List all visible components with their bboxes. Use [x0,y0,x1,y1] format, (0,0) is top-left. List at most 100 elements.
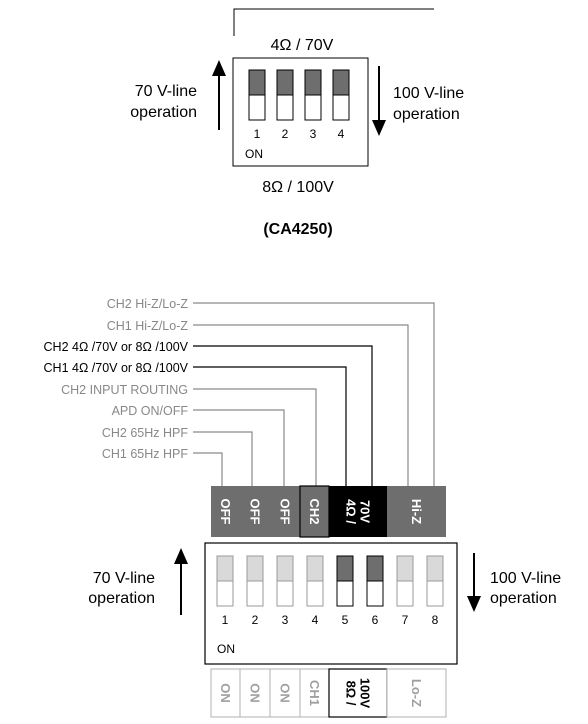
top-right-arrow-text-line1: 100 V-line [393,85,464,102]
lower-setting-band: ON ON ON CH1 8Ω /100V Lo-Z [210,668,447,718]
function-label: APD ON/OFF [112,404,189,418]
bottom-left-arrow-text-line1: 70 V-line [93,570,155,587]
top-left-arrow-up-icon [212,60,226,130]
top-bottom-value-label: 8Ω / 100V [262,179,334,196]
top-diagram: 4Ω / 70V 1 2 3 4 ON 8Ω / 100V (CA4250) 70 V… [130,8,464,238]
leader-line [193,366,347,486]
bottom-dip-switch-8: 8 [426,555,444,627]
function-label: CH2 4Ω /70V or 8Ω /100V [44,340,189,354]
bottom-dip-switch-lever [366,555,384,582]
function-label: CH1 Hi-Z/Lo-Z [107,319,189,333]
top-switch-number: 3 [310,127,317,141]
leader-line [193,431,253,486]
bottom-dip-switch-3: 3 [276,555,294,627]
top-switch-number: 4 [338,127,345,141]
bottom-diagram: CH2 Hi-Z/Lo-Z CH1 Hi-Z/Lo-Z CH2 4Ω /70V or… [44,297,561,718]
lower-setting-cell: ON [239,668,271,718]
bottom-switch-number: 2 [252,613,259,627]
upper-setting-cell: OFF [211,486,240,537]
lower-setting-label: 100V [357,678,372,709]
upper-setting-label: OFF [277,499,292,525]
bottom-dip-switch-lever [396,555,414,582]
function-label: CH2 Hi-Z/Lo-Z [107,297,189,311]
bottom-dip-switch-lever [306,555,324,582]
top-right-arrow-down-icon [372,66,386,136]
top-bracket-line [233,8,434,36]
top-left-arrow-text-line1: 70 V-line [135,83,197,100]
top-dip-switch-1: 1 [248,69,266,141]
top-switch-row: 1 2 3 4 [248,69,350,141]
lower-setting-cell: 8Ω /100V [328,668,388,718]
bottom-switch-number: 6 [372,613,379,627]
lower-setting-label: ON [218,683,233,703]
top-switch-number: 2 [282,127,289,141]
lower-setting-label: ON [247,683,262,703]
lower-setting-cell: Lo-Z [386,668,447,718]
bottom-switch-number: 1 [222,613,229,627]
bottom-dip-switch-4: 4 [306,555,324,627]
bottom-dip-switch-6: 6 [366,555,384,627]
top-dip-switch-lever [332,69,350,96]
upper-setting-label: 70V [357,500,372,523]
bottom-left-arrow-up-icon [174,548,188,615]
lower-setting-cell: CH1 [299,668,330,718]
function-label: CH1 4Ω /70V or 8Ω /100V [44,361,189,375]
bottom-dip-switch-2: 2 [246,555,264,627]
top-model-label: (CA4250) [263,221,332,238]
leader-line [193,324,409,486]
leader-line [193,345,373,486]
bottom-on-label: ON [217,642,235,656]
leader-line [193,409,285,486]
upper-setting-cell: OFF [240,486,270,537]
lower-setting-label: CH1 [307,680,322,706]
upper-setting-label: 4Ω / [343,499,358,524]
upper-setting-cell: Hi-Z [387,486,446,537]
bottom-dip-switch-lever [216,555,234,582]
bottom-dip-switch-7: 7 [396,555,414,627]
function-label: CH2 INPUT ROUTING [61,383,188,397]
upper-setting-cell: CH2 [299,485,330,538]
upper-setting-cell: 4Ω /70V [329,486,387,537]
upper-setting-label: OFF [247,499,262,525]
bottom-dip-switch-1: 1 [216,555,234,627]
bottom-right-arrow-text-line2: operation [490,590,557,607]
bottom-switch-number: 7 [402,613,409,627]
top-dip-switch-3: 3 [304,69,322,141]
bottom-switch-number: 3 [282,613,289,627]
leader-line [193,302,435,486]
lower-setting-label: Lo-Z [409,679,424,707]
upper-setting-label: OFF [218,499,233,525]
top-switch-number: 1 [254,127,261,141]
upper-setting-band: OFF OFF OFF CH2 4Ω /70V Hi-Z [211,485,446,538]
lower-setting-cell: ON [269,668,301,718]
top-dip-switch-lever [248,69,266,96]
bottom-left-arrow-text-line2: operation [88,590,155,607]
bottom-right-arrow-text-line1: 100 V-line [490,570,561,587]
lower-setting-label: 8Ω / [343,681,358,706]
bottom-dip-switch-lever [276,555,294,582]
bottom-dip-switch-lever [426,555,444,582]
top-left-arrow-text-line2: operation [130,104,197,121]
leader-line [193,388,317,486]
lower-setting-cell: ON [210,668,241,718]
top-right-arrow-text-line2: operation [393,106,460,123]
bottom-switch-number: 8 [432,613,439,627]
function-label: CH1 65Hz HPF [102,447,188,461]
bottom-dip-switch-5: 5 [336,555,354,627]
top-dip-switch-2: 2 [276,69,294,141]
function-label: CH2 65Hz HPF [102,426,188,440]
bottom-right-arrow-down-icon [467,553,481,612]
bottom-switch-number: 4 [312,613,319,627]
top-dip-switch-lever [276,69,294,96]
function-label-list: CH2 Hi-Z/Lo-Z CH1 Hi-Z/Lo-Z CH2 4Ω /70V or… [44,297,189,461]
top-on-label: ON [245,147,263,161]
bottom-switch-box [204,542,458,665]
upper-setting-cell: OFF [270,486,300,537]
bottom-switch-row: 1 2 3 4 5 6 7 8 [216,555,444,627]
upper-setting-label: Hi-Z [409,499,424,524]
top-dip-switch-4: 4 [332,69,350,141]
upper-setting-label: CH2 [307,498,322,524]
bottom-dip-switch-lever [246,555,264,582]
top-value-label: 4Ω / 70V [271,37,334,54]
bottom-dip-switch-lever [336,555,354,582]
